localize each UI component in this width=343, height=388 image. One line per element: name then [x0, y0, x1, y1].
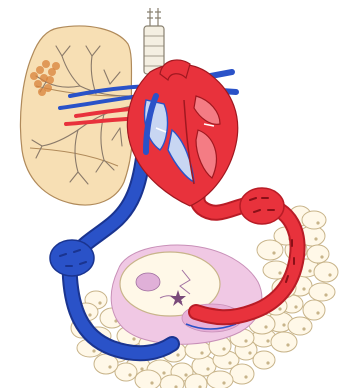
alveolus	[46, 76, 54, 84]
alveolus	[30, 72, 38, 80]
fat-cell	[309, 283, 335, 301]
venous-reservoir	[50, 240, 94, 276]
alveolus	[52, 62, 60, 70]
cell-nucleus	[136, 273, 160, 291]
trachea-icon	[144, 8, 164, 74]
tissue-cell-icon	[111, 245, 262, 344]
fat-cell	[314, 262, 338, 282]
fat-cell	[207, 371, 233, 388]
arterial-reservoir	[240, 188, 284, 224]
airway-tube	[150, 8, 158, 26]
alveolus	[36, 66, 44, 74]
alveolus	[42, 60, 50, 68]
fat-cell	[302, 211, 326, 229]
alveolus	[34, 80, 42, 88]
fat-cell	[288, 317, 312, 335]
alveolus	[38, 88, 46, 96]
fat-cell	[257, 240, 283, 260]
fat-cell	[303, 300, 325, 320]
fat-cell	[230, 364, 254, 384]
fat-cell	[307, 245, 329, 263]
fat-cell	[271, 332, 297, 352]
fat-cell	[135, 370, 161, 388]
fat-cell	[253, 351, 275, 369]
